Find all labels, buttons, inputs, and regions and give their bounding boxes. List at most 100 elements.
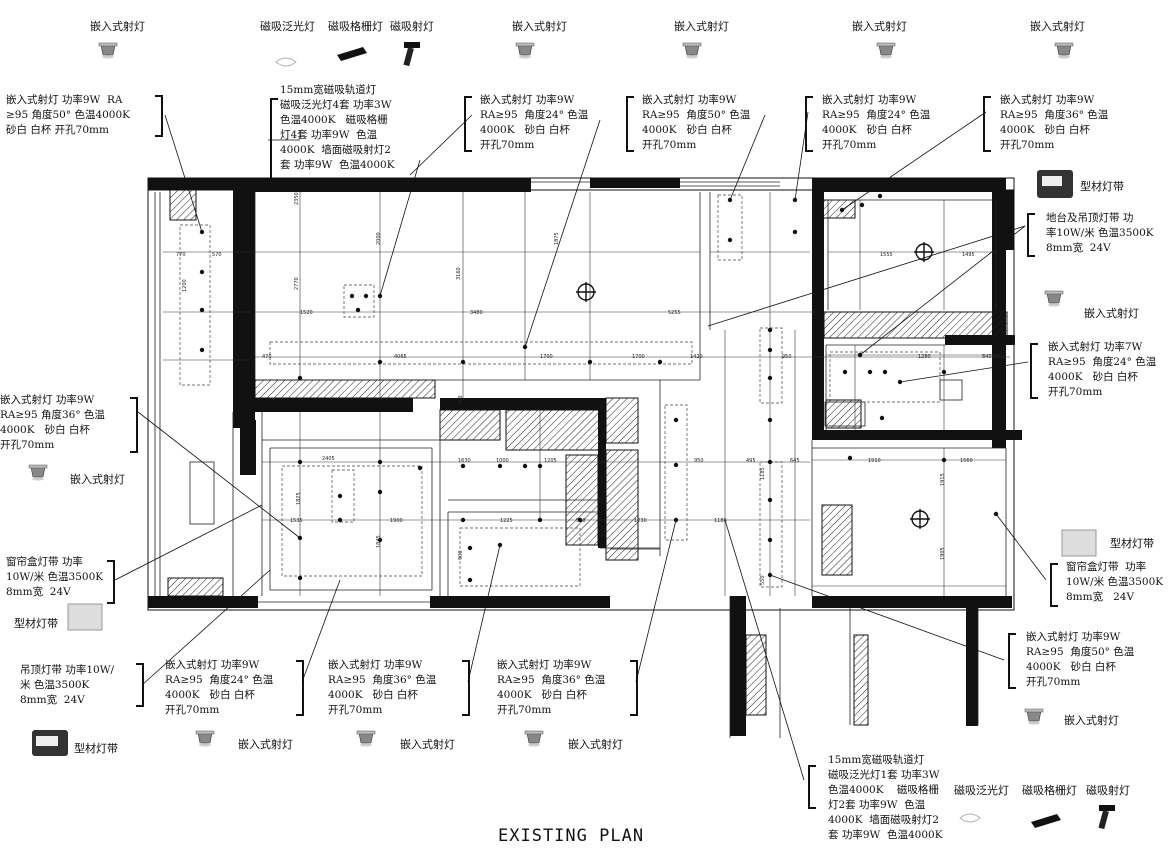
header-downlight-4: 嵌入式射灯 [852,20,907,33]
legend-profile-strip: 型材灯带 [74,742,118,755]
svg-text:645: 645 [790,458,800,464]
note-bracket [1030,343,1038,399]
legend-profile-strip: 型材灯带 [1110,537,1154,550]
svg-text:5255: 5255 [668,310,681,316]
note-downlight-36-a: 嵌入式射灯 功率9W RA≥95 角度36° 色温 4000K 砂白 白杯 开孔… [1000,94,1109,151]
svg-text:1905: 1905 [940,547,946,560]
note-bracket [296,660,304,716]
note-downlight-36-d: 嵌入式射灯 功率9W RA≥95 角度36° 色温 4000K 砂白 白杯 开孔… [497,659,606,716]
svg-text:950: 950 [694,458,704,464]
svg-text:1630: 1630 [458,458,471,464]
svg-text:770: 770 [176,252,186,258]
svg-text:1535: 1535 [290,518,303,524]
note-bracket [130,397,138,453]
mag-flood-icon [275,57,981,823]
note-bracket [155,95,163,137]
svg-text:570: 570 [212,252,222,258]
svg-text:1700: 1700 [632,354,645,360]
svg-text:2000: 2000 [376,232,382,245]
note-curtain-strip-right: 窗帘盒灯带 功率 10W/米 色温3500K 8mm宽 24V [1066,561,1164,603]
drawing-title: EXISTING PLAN [498,826,645,846]
svg-text:1185: 1185 [760,467,766,480]
svg-text:840: 840 [982,354,992,360]
svg-text:1560: 1560 [960,458,973,464]
note-bracket [107,560,115,604]
note-downlight-7w: 嵌入式射灯 功率7W RA≥95 角度24° 色温 4000K 砂白 白杯 开孔… [1048,341,1157,398]
svg-text:1225: 1225 [500,518,513,524]
svg-text:1000: 1000 [496,458,509,464]
legend-downlight: 嵌入式射灯 [400,738,455,751]
note-downlight-36-b: 嵌入式射灯 功率9W RA≥95 角度36° 色温 4000K 砂白 白杯 开孔… [0,394,105,451]
legend-downlight: 嵌入式射灯 [1084,307,1139,320]
legend-mag-flood: 磁吸泛光灯 [954,784,1009,797]
svg-text:1915: 1915 [940,473,946,486]
note-mag-track-1: 15mm宽磁吸轨道灯 磁吸泛光灯4套 功率3W 色温4000K 磁吸格栅 灯4套… [280,84,395,171]
legend-downlight: 嵌入式射灯 [70,473,125,486]
note-bracket [630,660,638,716]
mag-spot-icon [403,42,1115,830]
note-ceiling-strip: 吊顶灯带 功率10W/ 米 色温3500K 8mm宽 24V [20,664,115,706]
note-downlight-entry: 嵌入式射灯 功率9W RA ≥95 角度50° 色温4000K 砂白 白杯 开孔… [6,94,131,136]
svg-text:520: 520 [576,518,586,524]
header-mag-spot: 磁吸射灯 [390,20,434,33]
svg-text:1875: 1875 [554,232,560,245]
note-downlight-36-c: 嵌入式射灯 功率9W RA≥95 角度36° 色温 4000K 砂白 白杯 开孔… [328,659,437,716]
note-bracket [808,765,816,809]
svg-text:1910: 1910 [868,458,881,464]
note-bracket [136,663,144,707]
svg-text:1900: 1900 [390,518,403,524]
legend-profile-strip: 型材灯带 [1080,180,1124,193]
note-downlight-24-b: 嵌入式射灯 功率9W RA≥95 角度24° 色温 4000K 砂白 白杯 开孔… [822,94,931,151]
note-bracket [1050,563,1058,607]
note-platform-strip: 地台及吊顶灯带 功 率10W/米 色温3500K 8mm宽 24V [1046,212,1154,254]
note-bracket [1008,633,1016,689]
note-downlight-50-a: 嵌入式射灯 功率9W RA≥95 角度50° 色温 4000K 砂白 白杯 开孔… [642,94,751,151]
hatched-walls [167,189,1008,726]
header-downlight-1: 嵌入式射灯 [90,20,145,33]
svg-text:1280: 1280 [918,354,931,360]
svg-text:1555: 1555 [880,252,893,258]
svg-text:1180: 1180 [714,518,727,524]
wall-segments [148,178,1022,736]
svg-text:950: 950 [782,354,792,360]
note-bracket [270,98,278,180]
header-mag-flood: 磁吸泛光灯 [260,20,315,33]
note-bracket [1027,213,1035,257]
svg-text:1205: 1205 [544,458,557,464]
svg-text:1200: 1200 [182,279,188,292]
note-downlight-24-c: 嵌入式射灯 功率9W RA≥95 角度24° 色温 4000K 砂白 白杯 开孔… [165,659,274,716]
ceiling-fixture-icon [576,242,934,529]
svg-text:1230: 1230 [634,518,647,524]
legend-downlight: 嵌入式射灯 [1064,714,1119,727]
dimension-labels: 2350 2000 1875 1555 1495 2770 770 570 12… [176,192,992,585]
header-downlight-5: 嵌入式射灯 [1030,20,1085,33]
note-bracket [805,96,813,152]
mag-grille-icon [337,47,1061,828]
svg-text:1845: 1845 [376,535,382,548]
svg-text:1495: 1495 [962,252,975,258]
legend-mag-spot: 磁吸射灯 [1086,784,1130,797]
svg-text:900: 900 [458,550,464,560]
svg-text:3480: 3480 [470,310,483,316]
svg-text:550: 550 [760,575,766,585]
note-bracket [464,96,472,152]
note-downlight-24-a: 嵌入式射灯 功率9W RA≥95 角度24° 色温 4000K 砂白 白杯 开孔… [480,94,589,151]
note-mag-track-2: 15mm宽磁吸轨道灯 磁吸泛光灯1套 功率3W 色温4000K 磁吸格栅 灯2套… [828,754,943,841]
legend-downlight: 嵌入式射灯 [238,738,293,751]
note-bracket [983,96,991,152]
svg-text:4065: 4065 [394,354,407,360]
note-bracket [462,660,470,716]
svg-text:2770: 2770 [294,277,300,290]
svg-text:1420: 1420 [690,354,703,360]
legend-downlight: 嵌入式射灯 [568,738,623,751]
header-downlight-3: 嵌入式射灯 [674,20,729,33]
header-mag-grille: 磁吸格栅灯 [328,20,383,33]
svg-text:1825: 1825 [296,492,302,505]
svg-text:470: 470 [262,354,272,360]
header-downlight-2: 嵌入式射灯 [512,20,567,33]
svg-text:3160: 3160 [456,267,462,280]
svg-text:460: 460 [458,395,464,405]
svg-text:1700: 1700 [540,354,553,360]
legend-profile-strip: 型材灯带 [14,617,58,630]
